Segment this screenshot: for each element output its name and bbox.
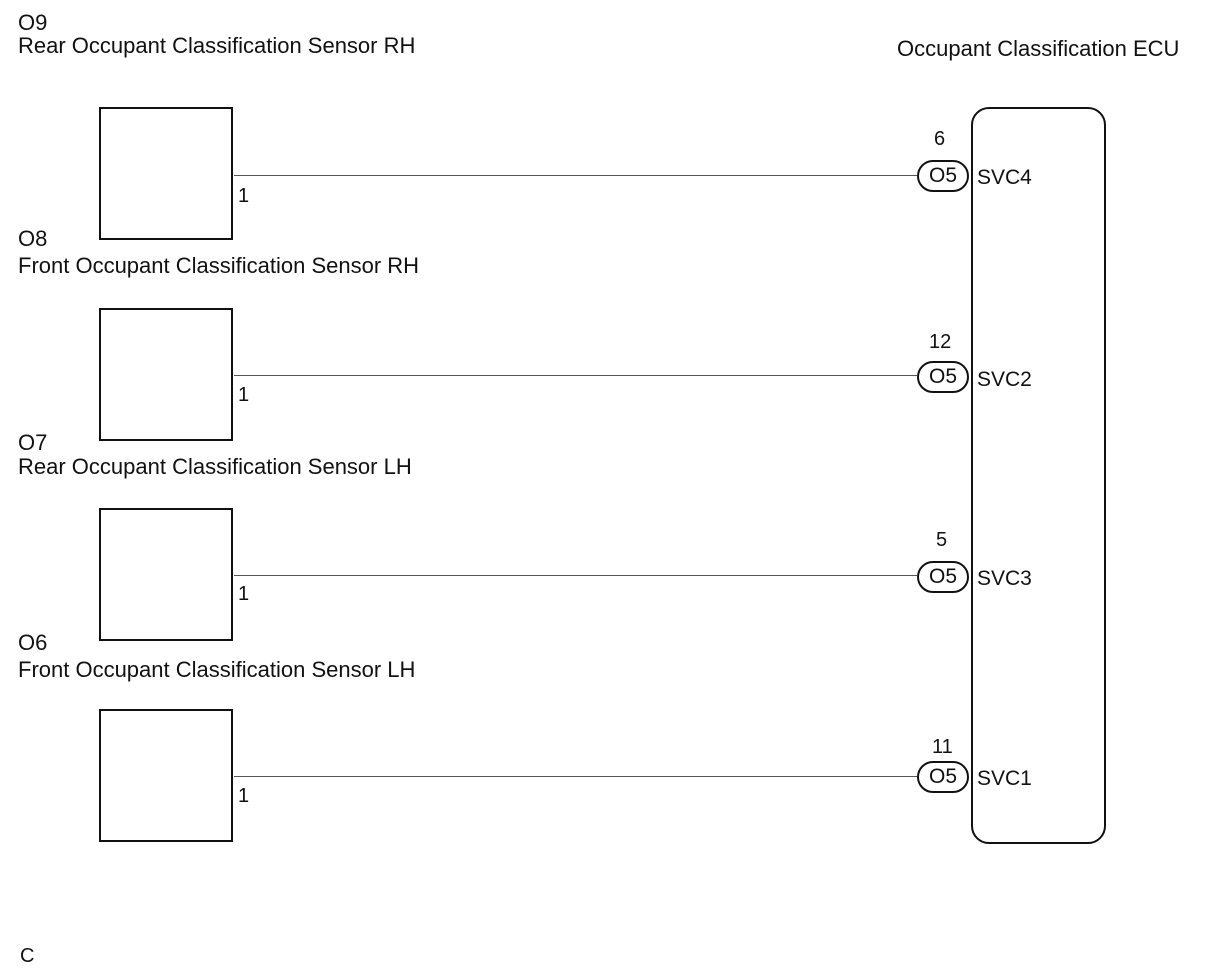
ecu-pin: 12 xyxy=(929,331,952,353)
wire xyxy=(234,175,917,176)
connector-o5: O5 xyxy=(917,160,969,192)
sensor-code: O8 xyxy=(18,226,48,251)
sensor-pin: 1 xyxy=(238,384,250,406)
signal-label: SVC1 xyxy=(977,767,1032,790)
diagram-code: C xyxy=(20,945,35,967)
signal-label: SVC3 xyxy=(977,567,1032,590)
signal-label: SVC2 xyxy=(977,368,1032,391)
sensor-box xyxy=(99,107,233,240)
sensor-pin: 1 xyxy=(238,583,250,605)
sensor-box xyxy=(99,709,233,842)
ecu-title: Occupant Classification ECU xyxy=(897,36,1180,61)
sensor-name: Front Occupant Classification Sensor LH xyxy=(18,657,416,682)
connector-o5: O5 xyxy=(917,561,969,593)
sensor-name: Rear Occupant Classification Sensor RH xyxy=(18,33,416,58)
wire xyxy=(234,776,917,777)
wire xyxy=(234,375,917,376)
connector-o5: O5 xyxy=(917,761,969,793)
sensor-name: Front Occupant Classification Sensor RH xyxy=(18,253,420,278)
ecu-box xyxy=(971,107,1106,844)
sensor-box xyxy=(99,308,233,441)
signal-label: SVC4 xyxy=(977,166,1032,189)
sensor-pin: 1 xyxy=(238,185,250,207)
sensor-box xyxy=(99,508,233,641)
ecu-pin: 5 xyxy=(936,529,948,551)
connector-o5: O5 xyxy=(917,361,969,393)
sensor-name: Rear Occupant Classification Sensor LH xyxy=(18,454,412,479)
sensor-pin: 1 xyxy=(238,785,250,807)
wire xyxy=(234,575,917,576)
sensor-code: O6 xyxy=(18,630,48,655)
ecu-pin: 11 xyxy=(932,736,953,758)
sensor-code: O9 xyxy=(18,10,48,35)
ecu-pin: 6 xyxy=(934,128,946,150)
sensor-code: O7 xyxy=(18,430,48,455)
